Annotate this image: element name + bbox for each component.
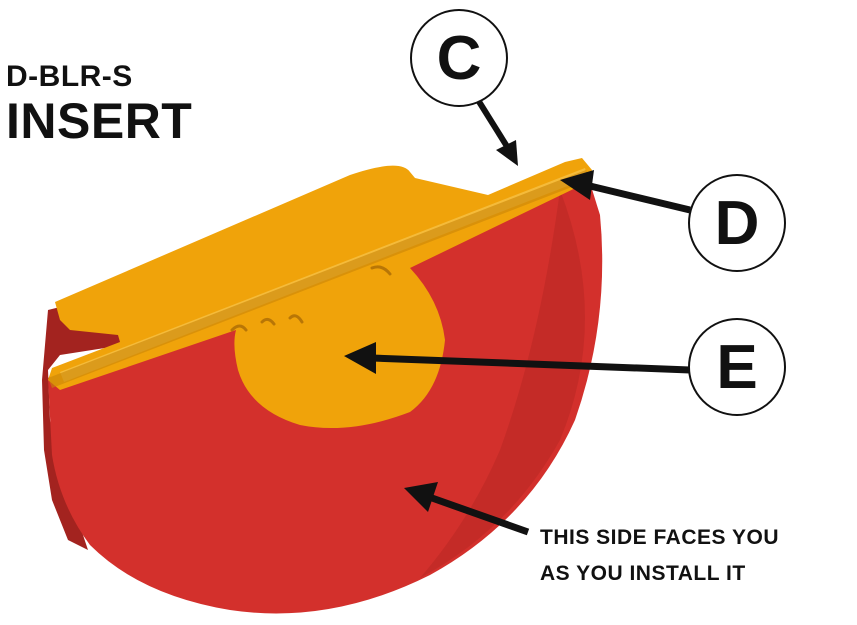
arrow-d bbox=[560, 170, 691, 214]
arrow-note bbox=[404, 482, 530, 536]
callout-e: E bbox=[688, 318, 786, 416]
installation-note-line-2: AS YOU INSTALL IT bbox=[540, 562, 746, 585]
callout-d: D bbox=[688, 174, 786, 272]
part-title: INSERT bbox=[6, 93, 193, 149]
insert-top-edge bbox=[48, 170, 590, 388]
installation-note-line-1: THIS SIDE FACES YOU bbox=[540, 526, 779, 549]
part-code: D-BLR-S bbox=[6, 60, 133, 93]
insert-body-shading bbox=[420, 190, 585, 578]
insert-plate-squiggles bbox=[230, 265, 392, 332]
callout-c: C bbox=[410, 9, 508, 107]
arrow-c bbox=[475, 98, 518, 166]
arrow-e bbox=[344, 342, 691, 374]
installation-note: THIS SIDE FACES YOU AS YOU INSTALL IT bbox=[540, 520, 779, 592]
title-block: D-BLR-S INSERT bbox=[6, 60, 192, 148]
